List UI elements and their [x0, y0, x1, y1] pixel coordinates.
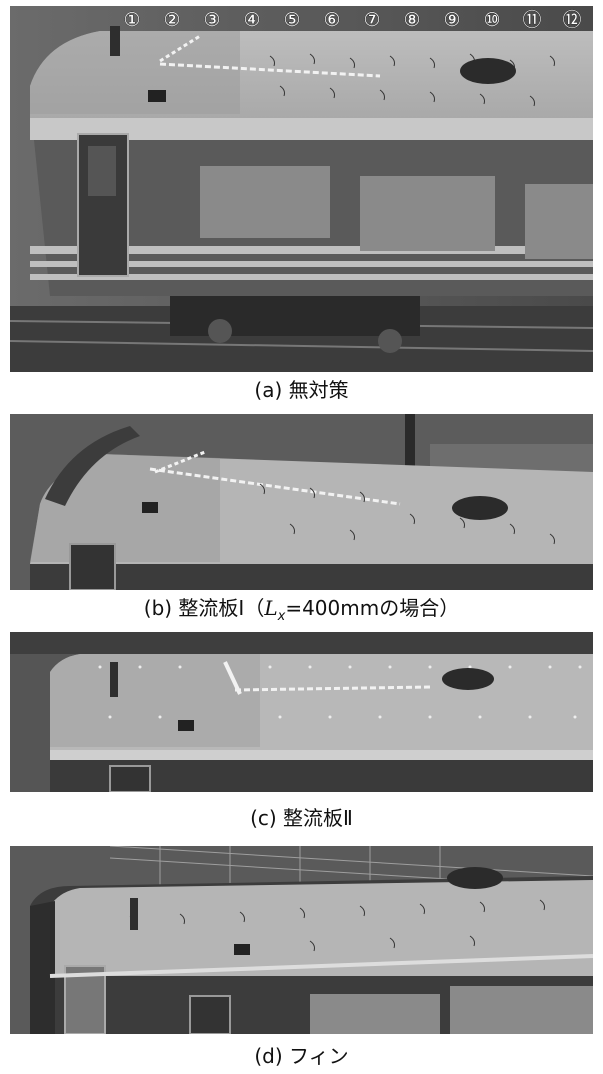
caption-a: (a) 無対策	[254, 378, 349, 402]
train-roof-photo-d	[10, 846, 593, 1034]
position-marker-8: ⑧	[403, 9, 420, 31]
position-marker-10: ⑩	[483, 9, 500, 31]
caption-c: (c) 整流板Ⅱ	[250, 806, 353, 830]
caption-b: (b) 整流板Ⅰ（Lx=400mmの場合）	[0, 596, 603, 629]
caption-d: (d) フィン	[254, 1044, 349, 1068]
position-marker-7: ⑦	[363, 9, 380, 31]
caption-b-subscript: x	[277, 609, 286, 624]
caption-b-prefix: (b) 整流板Ⅰ（	[143, 596, 265, 620]
photo-panel-b	[10, 414, 593, 590]
caption-b-suffix: =400mmの場合）	[285, 596, 460, 620]
position-marker-11: ⑪	[522, 9, 541, 31]
position-marker-9: ⑨	[443, 9, 460, 31]
position-marker-5: ⑤	[283, 9, 300, 31]
photo-panel-d	[10, 846, 593, 1034]
position-marker-2: ②	[163, 9, 180, 31]
position-marker-12: ⑫	[562, 9, 581, 31]
position-marker-6: ⑥	[323, 9, 340, 31]
position-marker-4: ④	[243, 9, 260, 31]
train-roof-photo-b	[10, 414, 593, 590]
position-marker-1: ①	[123, 9, 140, 31]
position-marker-3: ③	[203, 9, 220, 31]
photo-panel-c	[10, 632, 593, 792]
caption-b-variable: L	[264, 596, 278, 620]
train-roof-photo-c	[10, 632, 593, 792]
